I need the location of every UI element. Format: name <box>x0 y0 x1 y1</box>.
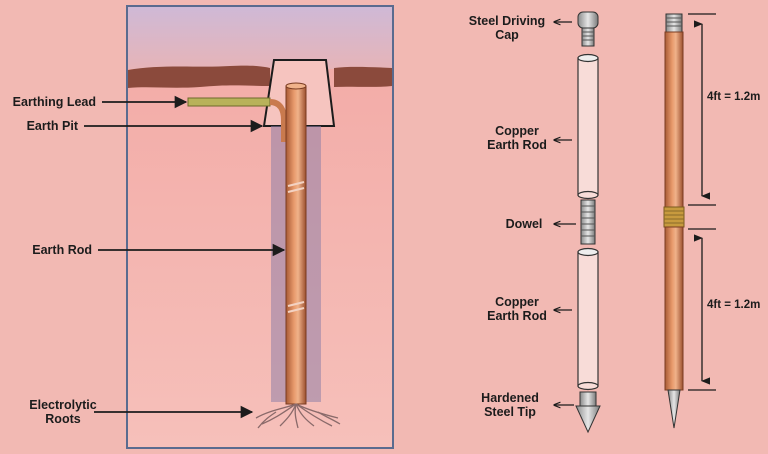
label-copper-earth-rod-bottom: Copper Earth Rod <box>474 295 560 323</box>
dimension-lines <box>688 13 716 391</box>
hardened-steel-tip <box>575 391 601 434</box>
earth-rod <box>285 85 307 405</box>
label-hardened-steel-tip-line2: Steel Tip <box>484 405 536 419</box>
assembled-rod <box>663 13 716 429</box>
assembled-coupler <box>663 206 685 228</box>
rod-joint-marks <box>287 181 305 313</box>
label-dowel: Dowel <box>505 217 543 231</box>
left-leader-lines <box>84 95 286 419</box>
soil-surface-left <box>128 65 270 88</box>
dimension-lower-length: 4ft = 1.2m <box>707 299 761 311</box>
dowel <box>580 199 596 245</box>
sky-area <box>128 7 392 69</box>
label-electrolytic-roots-line1: Electrolytic <box>29 398 97 412</box>
label-electrolytic-roots: Electrolytic Roots <box>24 398 102 426</box>
label-earth-pit: Earth Pit <box>26 119 78 133</box>
earthing-lead-cable <box>187 97 271 107</box>
label-earth-rod: Earth Rod <box>32 243 92 257</box>
steel-driving-cap <box>577 11 599 47</box>
label-steel-driving-cap-line1: Steel Driving <box>468 14 546 28</box>
dimension-upper-length: 4ft = 1.2m <box>707 91 761 103</box>
earth-pit-panel <box>84 5 394 449</box>
electrolytic-roots <box>255 403 341 429</box>
right-leader-lines <box>554 22 576 405</box>
assembled-cap <box>665 13 683 33</box>
label-copper-earth-rod-top-line2: Earth Rod <box>487 138 547 152</box>
assembled-steel-tip <box>667 389 681 429</box>
assembled-copper-rod-lower <box>664 226 684 391</box>
label-steel-driving-cap-line2: Cap <box>495 28 519 42</box>
label-steel-driving-cap: Steel Driving Cap <box>452 14 562 42</box>
soil-surface-right <box>334 66 392 87</box>
label-copper-earth-rod-bottom-line1: Copper <box>495 295 539 309</box>
label-hardened-steel-tip-line1: Hardened <box>481 391 539 405</box>
label-electrolytic-roots-line2: Roots <box>45 412 81 426</box>
label-copper-earth-rod-bottom-line2: Earth Rod <box>487 309 547 323</box>
exploded-components <box>554 11 601 434</box>
copper-earth-rod-top-outline <box>577 53 599 200</box>
label-copper-earth-rod-top-line1: Copper <box>495 124 539 138</box>
label-earthing-lead: Earthing Lead <box>12 95 96 109</box>
earthing-lead-clamp <box>269 99 287 142</box>
earth-rod-top <box>285 82 307 90</box>
copper-earth-rod-bottom-outline <box>577 247 599 391</box>
label-copper-earth-rod-top: Copper Earth Rod <box>474 124 560 152</box>
label-hardened-steel-tip: Hardened Steel Tip <box>470 391 550 419</box>
assembled-copper-rod-upper <box>664 31 684 208</box>
